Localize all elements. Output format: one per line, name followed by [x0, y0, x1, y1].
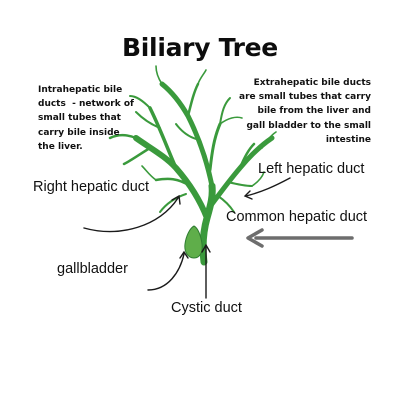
extrahepatic-note-line: gall bladder to the small [246, 120, 371, 131]
gallbladder-shape [184, 225, 203, 259]
intrahepatic-note-line: ducts - network of [38, 99, 134, 110]
arrow-right-hepatic-head [171, 194, 181, 205]
intrahepatic-note-line: the liver. [38, 141, 83, 152]
arrow-gallbladder [147, 253, 185, 291]
intrahepatic-note-line: Intrahepatic bile [38, 85, 123, 95]
arrow-gallbladder-head [179, 250, 189, 259]
arrow-right-hepatic [83, 197, 179, 233]
arrow-cystic-head [201, 243, 211, 253]
label-common-hepatic-duct: Common hepatic duct [226, 209, 368, 225]
label-left-hepatic-duct: Left hepatic duct [258, 161, 365, 177]
arrow-common-hepatic [246, 228, 354, 248]
extrahepatic-note-line: are small tubes that carry [239, 92, 371, 103]
label-right-hepatic-duct: Right hepatic duct [33, 179, 150, 195]
common-bile-duct [199, 182, 216, 266]
extrahepatic-note-line: bile from the liver and [257, 106, 371, 117]
pointer-arrows [83, 177, 291, 299]
intrahepatic-note-line: carry bile inside [38, 127, 120, 138]
arrow-left-hepatic-head [243, 190, 253, 200]
extrahepatic-note-line: Extrahepatic bile ducts [253, 78, 371, 88]
extrahepatic-note-line: intestine [325, 134, 371, 145]
label-gallbladder: gallbladder [57, 261, 128, 277]
extrahepatic-note: Extrahepatic bile ducts are small tubes … [226, 76, 371, 147]
label-cystic-duct: Cystic duct [171, 300, 242, 316]
intrahepatic-note: Intrahepatic bile ducts - network of sma… [38, 83, 168, 154]
arrow-left-hepatic [245, 177, 291, 197]
diagram-title: Biliary Tree [122, 33, 278, 62]
intrahepatic-note-line: small tubes that [38, 113, 121, 124]
